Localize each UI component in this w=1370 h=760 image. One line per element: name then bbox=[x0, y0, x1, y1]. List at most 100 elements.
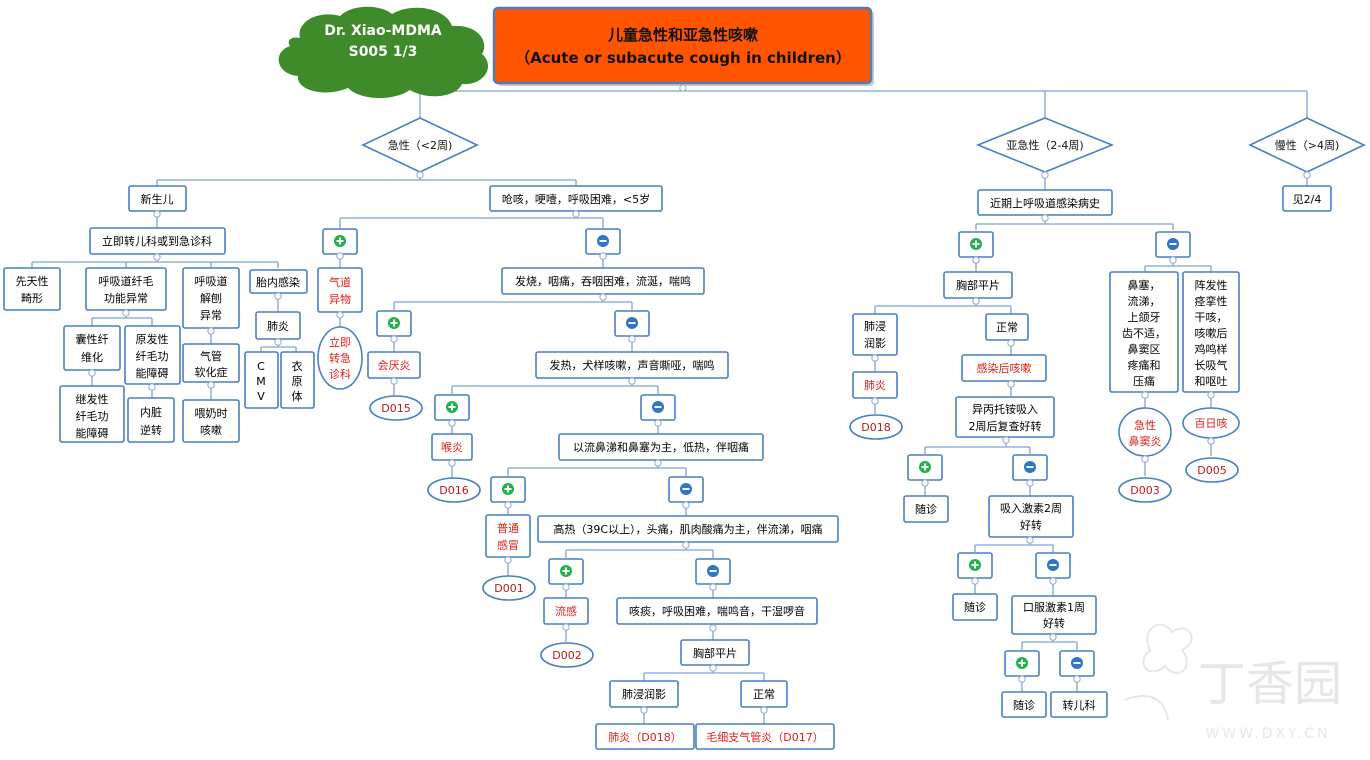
collapse-toggle[interactable] bbox=[679, 84, 687, 92]
collapse-toggle[interactable] bbox=[207, 327, 215, 335]
collapse-toggle[interactable] bbox=[1041, 214, 1049, 222]
node-cmv: C M V bbox=[244, 351, 279, 409]
collapse-toggle[interactable] bbox=[1169, 256, 1177, 264]
svg-text:慢性（>4周): 慢性（>4周) bbox=[1275, 138, 1340, 152]
code-d018: D018 bbox=[849, 414, 903, 440]
collapse-toggle[interactable] bbox=[654, 419, 662, 427]
svg-text:润影: 润影 bbox=[864, 336, 886, 350]
svg-text:上颌牙: 上颌牙 bbox=[1128, 310, 1161, 324]
svg-text:诊科: 诊科 bbox=[329, 367, 351, 381]
code-d003: D003 bbox=[1118, 477, 1172, 503]
collapse-toggle[interactable] bbox=[1026, 536, 1034, 544]
collapse-toggle[interactable] bbox=[1141, 455, 1149, 463]
svg-text:随诊: 随诊 bbox=[915, 502, 937, 516]
node-ipratropium: 异丙托铵吸入 2周后复查好转 bbox=[955, 396, 1055, 438]
collapse-toggle[interactable] bbox=[1207, 437, 1215, 445]
svg-text:先天性: 先天性 bbox=[16, 274, 49, 288]
collapse-toggle[interactable] bbox=[562, 583, 570, 591]
svg-text:鼻塞，: 鼻塞， bbox=[1128, 278, 1161, 292]
collapse-toggle[interactable] bbox=[654, 459, 662, 467]
node-fever-symptoms: 发烧，咽痛，吞咽困难，流涎，喘鸣 bbox=[501, 267, 705, 295]
collapse-toggle[interactable] bbox=[1049, 633, 1057, 641]
collapse-toggle[interactable] bbox=[971, 577, 979, 585]
node-pneumonia-2: 肺炎 bbox=[852, 371, 898, 399]
collapse-toggle[interactable] bbox=[709, 664, 717, 672]
collapse-toggle[interactable] bbox=[274, 338, 282, 346]
plus-icon bbox=[434, 394, 470, 421]
collapse-toggle[interactable] bbox=[871, 397, 879, 405]
node-airway-anatomy: 呼吸道 解刨 异常 bbox=[182, 267, 240, 329]
minus-icon bbox=[585, 228, 621, 255]
svg-text:肺浸润影: 肺浸润影 bbox=[622, 687, 666, 701]
collapse-toggle[interactable] bbox=[562, 623, 570, 631]
collapse-toggle[interactable] bbox=[1026, 479, 1034, 487]
collapse-toggle[interactable] bbox=[88, 369, 96, 377]
collapse-toggle[interactable] bbox=[572, 210, 580, 218]
node-infiltrate: 肺浸润影 bbox=[609, 680, 679, 708]
collapse-toggle[interactable] bbox=[640, 706, 648, 714]
svg-text:D003: D003 bbox=[1130, 484, 1159, 497]
collapse-toggle[interactable] bbox=[416, 171, 424, 179]
collapse-toggle[interactable] bbox=[207, 381, 215, 389]
svg-text:吸入激素2周: 吸入激素2周 bbox=[1000, 501, 1062, 515]
node-oral-steroid: 口服激素1周 好转 bbox=[1011, 595, 1097, 635]
collapse-toggle[interactable] bbox=[122, 309, 130, 317]
cloud-line2: S005 1/3 bbox=[349, 44, 418, 60]
collapse-toggle[interactable] bbox=[760, 706, 768, 714]
collapse-toggle[interactable] bbox=[682, 541, 690, 549]
collapse-toggle[interactable] bbox=[336, 311, 344, 319]
collapse-toggle[interactable] bbox=[148, 383, 156, 391]
title-zh: 儿童急性和亚急性咳嗽 bbox=[607, 26, 758, 44]
svg-text:好转: 好转 bbox=[1020, 518, 1042, 532]
collapse-toggles[interactable] bbox=[88, 84, 1311, 714]
svg-text:咳嗽: 咳嗽 bbox=[200, 423, 222, 437]
collapse-toggle[interactable] bbox=[336, 252, 344, 260]
collapse-toggle[interactable] bbox=[1303, 171, 1311, 179]
svg-text:气道: 气道 bbox=[329, 275, 351, 289]
svg-text:普通: 普通 bbox=[497, 521, 519, 535]
svg-text:发热，犬样咳嗽，声音嘶哑，喘鸣: 发热，犬样咳嗽，声音嘶哑，喘鸣 bbox=[550, 358, 715, 372]
collapse-toggle[interactable] bbox=[1002, 436, 1010, 444]
collapse-toggle[interactable] bbox=[682, 501, 690, 509]
svg-text:呼吸道纤毛: 呼吸道纤毛 bbox=[99, 274, 154, 288]
collapse-toggle[interactable] bbox=[709, 624, 717, 632]
collapse-toggle[interactable] bbox=[390, 335, 398, 343]
collapse-toggle[interactable] bbox=[504, 501, 512, 509]
collapse-toggle[interactable] bbox=[274, 292, 282, 300]
collapse-toggle[interactable] bbox=[972, 297, 980, 305]
collapse-toggle[interactable] bbox=[599, 293, 607, 301]
svg-text:发烧，咽痛，吞咽困难，流涎，喘鸣: 发烧，咽痛，吞咽困难，流涎，喘鸣 bbox=[515, 274, 691, 288]
collapse-toggle[interactable] bbox=[1041, 171, 1049, 179]
svg-text:急性: 急性 bbox=[1134, 418, 1156, 432]
node-tracheomalacia: 气管 软化症 bbox=[182, 343, 240, 383]
collapse-toggle[interactable] bbox=[921, 479, 929, 487]
collapse-toggle[interactable] bbox=[1207, 391, 1215, 399]
collapse-toggle[interactable] bbox=[448, 419, 456, 427]
collapse-toggle[interactable] bbox=[628, 377, 636, 385]
node-recent-uri: 近期上呼吸道感染病史 bbox=[977, 189, 1113, 216]
collapse-toggle[interactable] bbox=[628, 335, 636, 343]
collapse-toggle[interactable] bbox=[709, 583, 717, 591]
svg-text:M: M bbox=[256, 375, 266, 388]
collapse-toggle[interactable] bbox=[1018, 675, 1026, 683]
collapse-toggle[interactable] bbox=[1007, 339, 1015, 347]
collapse-toggle[interactable] bbox=[871, 354, 879, 362]
collapse-toggle[interactable] bbox=[1049, 577, 1057, 585]
dxy-watermark: 丁香园 WWW.DXY.CN bbox=[1124, 623, 1342, 742]
collapse-toggle[interactable] bbox=[448, 459, 456, 467]
collapse-toggle[interactable] bbox=[1007, 380, 1015, 388]
collapse-toggle[interactable] bbox=[1141, 391, 1149, 399]
svg-text:逆转: 逆转 bbox=[140, 423, 162, 437]
title-box: 儿童急性和亚急性咳嗽 （Acute or subacute cough in c… bbox=[492, 6, 874, 86]
code-d001: D001 bbox=[482, 575, 536, 601]
node-epiglottitis: 会厌炎 bbox=[367, 351, 421, 379]
svg-text:流涕，: 流涕， bbox=[1128, 294, 1161, 308]
collapse-toggle[interactable] bbox=[390, 377, 398, 385]
collapse-toggle[interactable] bbox=[972, 256, 980, 264]
collapse-toggle[interactable] bbox=[153, 210, 161, 218]
collapse-toggle[interactable] bbox=[153, 253, 161, 261]
collapse-toggle[interactable] bbox=[504, 556, 512, 564]
svg-text:D002: D002 bbox=[552, 649, 581, 662]
collapse-toggle[interactable] bbox=[599, 252, 607, 260]
collapse-toggle[interactable] bbox=[1073, 675, 1081, 683]
